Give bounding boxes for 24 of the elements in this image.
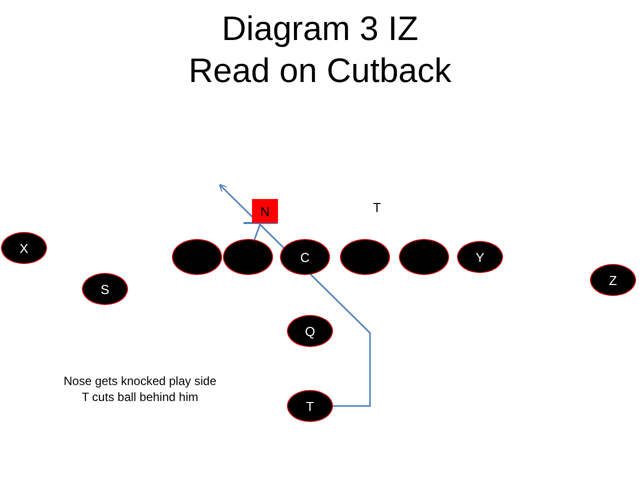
player-oval (590, 264, 636, 296)
player-oval (399, 239, 449, 275)
position-letter: S (100, 282, 110, 296)
position-letter: Y (476, 250, 484, 264)
defender-square (252, 199, 278, 223)
position-letter: Q (304, 324, 316, 338)
position-letter: N (260, 204, 270, 218)
position-letter: Z (609, 272, 617, 288)
player-oval (457, 241, 503, 273)
position-letter: T (306, 398, 314, 414)
player-oval (287, 315, 333, 347)
player-oval (287, 390, 333, 422)
player-oval (340, 239, 390, 275)
play-note: Nose gets knocked play side T cuts ball behind him (62, 373, 218, 405)
player-oval (82, 273, 128, 305)
diagram-title: Diagram 3 IZ Read on Cutback (188, 9, 452, 92)
position-letter: X (20, 240, 28, 256)
player-oval (223, 239, 273, 275)
position-letter: C (300, 250, 310, 264)
player-oval (280, 239, 330, 275)
block-line (242, 222, 279, 240)
defender-letter: T (373, 200, 381, 216)
player-oval (172, 239, 222, 275)
player-oval (1, 232, 47, 264)
